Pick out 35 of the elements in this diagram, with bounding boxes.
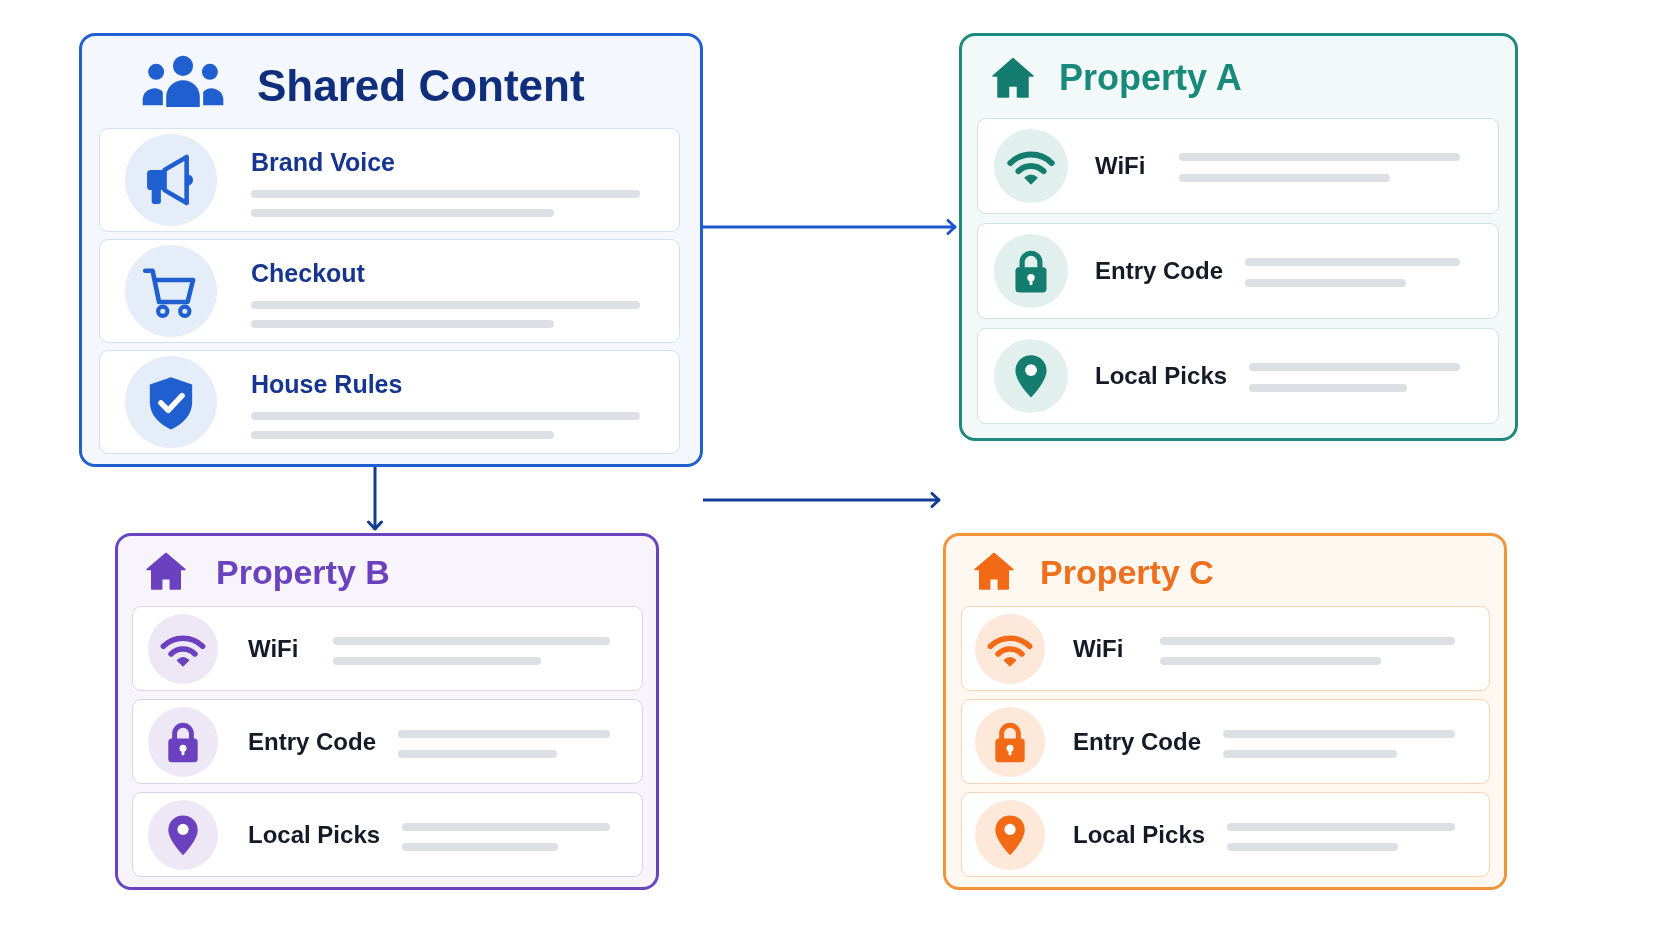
item-label: Entry Code: [1095, 258, 1223, 285]
item-card: [132, 606, 643, 691]
item-label: WiFi: [248, 635, 299, 663]
item-label: WiFi: [1095, 153, 1146, 180]
item-card: [977, 328, 1499, 424]
item-card: [961, 606, 1490, 691]
item-label: Entry Code: [1073, 728, 1201, 756]
item-card: [961, 792, 1490, 877]
panel-title: Property C: [1040, 553, 1214, 592]
connector-arrow: [703, 219, 957, 235]
item-card: [99, 128, 680, 232]
item-label: Brand Voice: [251, 149, 396, 177]
item-card: [977, 223, 1499, 319]
panel: [943, 533, 1507, 890]
panel: [115, 533, 659, 890]
item-card: [977, 118, 1499, 214]
panel-title: Property B: [216, 553, 390, 592]
connector-arrow: [703, 492, 941, 508]
panel: [959, 33, 1518, 441]
item-label: House Rules: [251, 371, 403, 399]
item-card: [99, 350, 680, 454]
item-card: [99, 239, 680, 343]
item-card: [132, 699, 643, 784]
item-label: Local Picks: [248, 821, 381, 849]
connector-arrow: [367, 467, 383, 531]
item-label: Local Picks: [1095, 363, 1228, 390]
item-card: [132, 792, 643, 877]
item-label: Entry Code: [248, 728, 376, 756]
item-label: WiFi: [1073, 635, 1124, 663]
panel-title: Shared Content: [257, 61, 585, 111]
item-card: [961, 699, 1490, 784]
panel-title: Property A: [1059, 57, 1242, 98]
item-label: Checkout: [251, 260, 365, 288]
panel: [79, 33, 703, 467]
item-label: Local Picks: [1073, 821, 1206, 849]
